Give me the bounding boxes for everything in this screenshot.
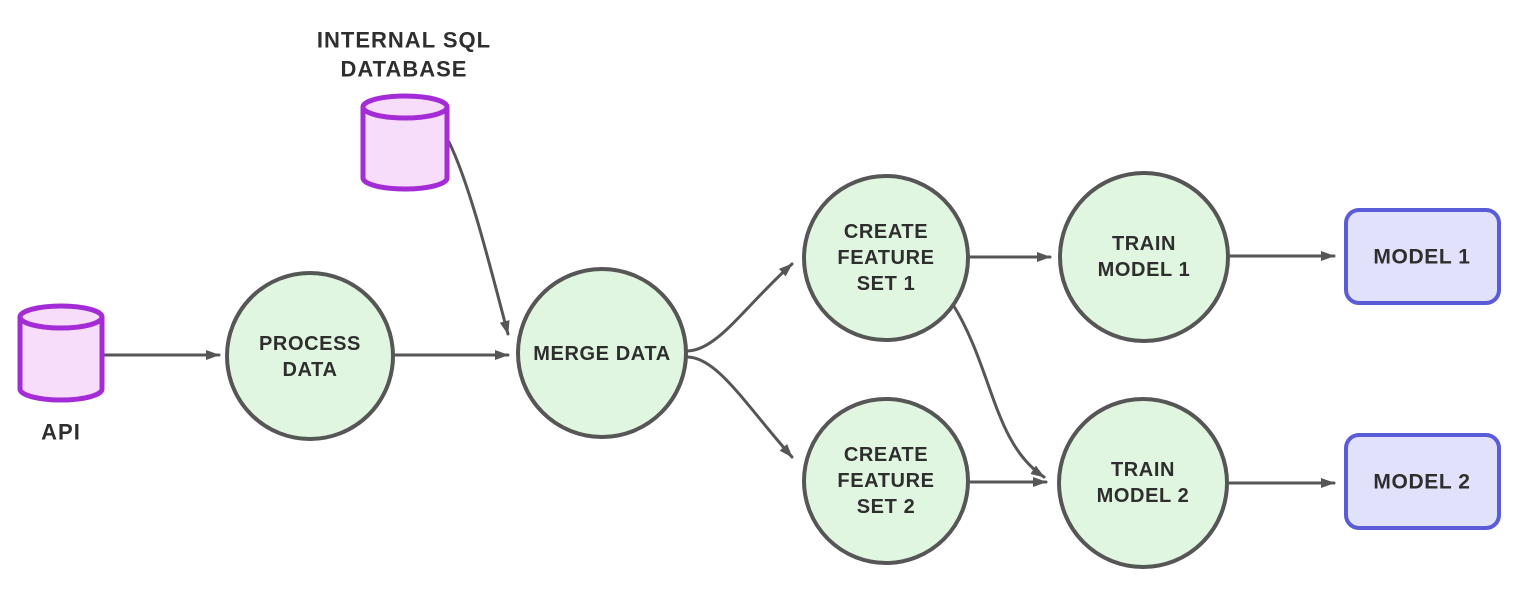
create-feature-set-1-label: CREATE FEATURE SET 1: [837, 221, 935, 295]
create-feature-set-1-circle: [802, 174, 970, 342]
create-feature-set-2-circle: [802, 397, 970, 565]
model-2-label: MODEL 2: [1373, 470, 1471, 494]
internal-sql-database-label: INTERNAL SQL DATABASE: [316, 27, 492, 81]
arrow-merge-data-to-create-feature-set-2: [685, 355, 794, 459]
create-feature-set-2-label: CREATE FEATURE SET 2: [837, 444, 935, 518]
arrow-internal-sql-database-to-merge-data: [447, 140, 510, 336]
model-1-box: [1344, 208, 1501, 305]
arrow-merge-data-to-create-feature-set-1: [685, 262, 794, 353]
train-model-1-circle: [1058, 171, 1230, 343]
process-data-label: PROCESS DATA: [258, 333, 362, 381]
merge-data-label: MERGE DATA: [533, 343, 671, 365]
arrow-create-feature-set-1-to-train-model-2: [950, 301, 1046, 479]
train-model-2-label: TRAIN MODEL 2: [1096, 459, 1190, 507]
process-data-circle: [225, 271, 395, 441]
train-model-2-circle: [1057, 397, 1229, 569]
internal-sql-database-cylinder: [360, 93, 450, 192]
api-cylinder: [17, 303, 105, 403]
model-1-label: MODEL 1: [1373, 245, 1471, 269]
model-2-box: [1344, 433, 1501, 530]
api-label: API: [41, 419, 81, 445]
train-model-1-label: TRAIN MODEL 1: [1097, 233, 1191, 281]
merge-data-circle: [516, 267, 688, 439]
edges: [102, 140, 1336, 488]
